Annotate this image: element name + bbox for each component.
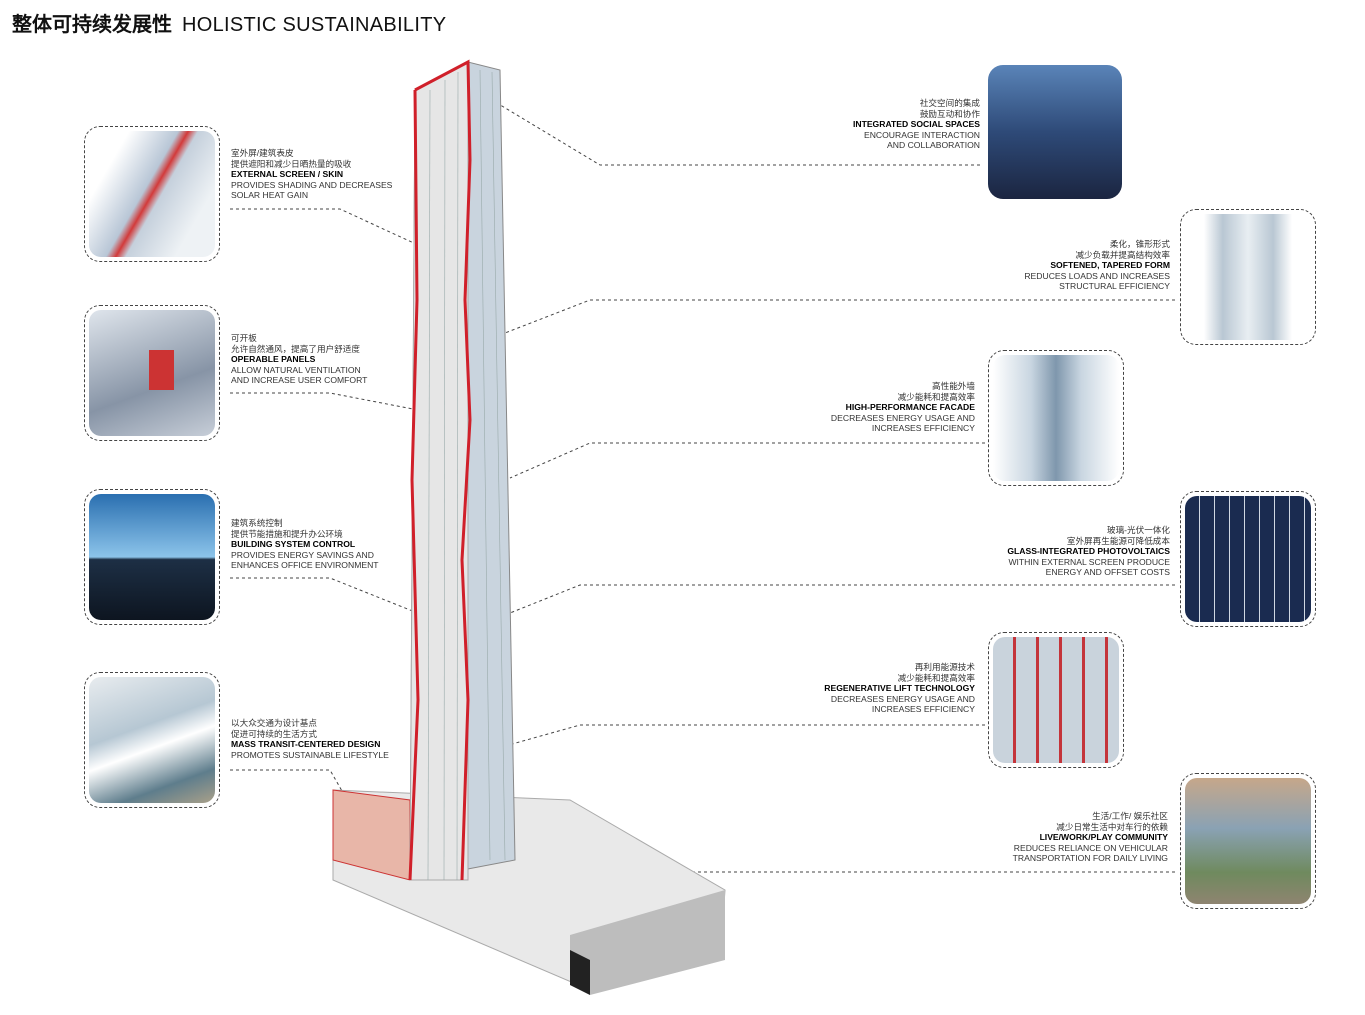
callout-text: ENCOURAGE INTERACTION	[863, 129, 980, 140]
callout-text: REDUCES LOADS AND INCREASES	[1024, 270, 1170, 281]
podium	[332, 789, 726, 995]
callout-text: GLASS-INTEGRATED PHOTOVOLTAICS	[1007, 546, 1170, 557]
external-screen-image	[84, 126, 220, 262]
page-title: 整体可持续发展性 HOLISTIC SUSTAINABILITY	[12, 8, 446, 37]
callout-text: 玻璃-光伏一体化	[1106, 525, 1170, 535]
building-control-image	[84, 489, 220, 625]
callout-text: 减少日常生活中对车行的依赖	[1056, 821, 1168, 832]
photovoltaics-image	[1180, 491, 1316, 627]
callout-text: 柔化，锥形形式	[1109, 239, 1170, 249]
callout-text: 提供遮阳和减少日晒热量的吸收	[231, 158, 352, 169]
callout-text: EXTERNAL SCREEN / SKIN	[231, 169, 344, 180]
callout-text: WITHIN EXTERNAL SCREEN PRODUCE	[1008, 556, 1170, 567]
callout-text: 减少能耗和提高效率	[897, 672, 975, 683]
callout-text: STRUCTURAL EFFICIENCY	[1059, 281, 1170, 292]
callout-text: 生活/工作/ 娱乐社区	[1092, 811, 1168, 821]
callout-text: SOFTENED, TAPERED FORM	[1050, 260, 1170, 271]
title-cn: 整体可持续发展性	[12, 14, 172, 36]
callout-text: ENERGY AND OFFSET COSTS	[1045, 567, 1170, 578]
callout-text: 高性能外墙	[932, 381, 975, 391]
social-spaces-image	[987, 64, 1123, 200]
callout-text: DECREASES ENERGY USAGE AND	[830, 693, 975, 704]
callout-text: INTEGRATED SOCIAL SPACES	[852, 119, 980, 130]
callout-text: INCREASES EFFICIENCY	[871, 423, 975, 434]
callout-text: 再利用能源技术	[914, 662, 975, 672]
callout-text: 可开板	[231, 333, 257, 343]
callout-text: AND INCREASE USER COMFORT	[231, 375, 368, 386]
callout-text: MASS TRANSIT-CENTERED DESIGN	[231, 739, 381, 750]
callout-text: REDUCES RELIANCE ON VEHICULAR	[1013, 842, 1168, 853]
community-image	[1180, 773, 1316, 909]
callout-text: 鼓励互动和协作	[919, 108, 980, 119]
callout-text: 减少负载并提高结构效率	[1075, 249, 1170, 260]
callout-text: AND COLLABORATION	[887, 140, 980, 151]
callout-text: LIVE/WORK/PLAY COMMUNITY	[1039, 832, 1168, 843]
callout-text: 提供节能措施和提升办公环境	[231, 528, 343, 539]
callout-text: 以大众交通为设计基点	[231, 718, 317, 728]
callout-text: OPERABLE PANELS	[231, 354, 316, 365]
callout-text: 社交空间的集成	[919, 98, 980, 108]
callout-text: TRANSPORTATION FOR DAILY LIVING	[1012, 853, 1168, 864]
callout-text: 室外屏再生能源可降低成本	[1066, 535, 1170, 546]
lift-technology-image	[988, 632, 1124, 768]
tower	[408, 59, 516, 881]
callout-text: INCREASES EFFICIENCY	[871, 704, 975, 715]
callout-text: SOLAR HEAT GAIN	[231, 190, 309, 201]
callout-text: PROVIDES ENERGY SAVINGS AND	[231, 549, 374, 560]
callout-text: REGENERATIVE LIFT TECHNOLOGY	[824, 683, 975, 694]
callout-text: 允许自然通风，提高了用户舒适度	[231, 343, 360, 354]
callout-text: BUILDING SYSTEM CONTROL	[231, 539, 356, 550]
callout-text: HIGH-PERFORMANCE FACADE	[845, 402, 975, 413]
operable-panels-image	[84, 305, 220, 441]
callout-text: 室外屏/建筑表皮	[231, 148, 294, 158]
callout-text: 减少能耗和提高效率	[897, 391, 975, 402]
mass-transit-image	[84, 672, 220, 808]
callout-text: PROVIDES SHADING AND DECREASES	[231, 179, 393, 190]
callout-text: PROMOTES SUSTAINABLE LIFESTYLE	[231, 749, 389, 760]
title-en: HOLISTIC SUSTAINABILITY	[182, 14, 447, 36]
callout-text: 建筑系统控制	[231, 518, 283, 528]
callout-text: DECREASES ENERGY USAGE AND	[830, 412, 975, 423]
callout-text: 促进可持续的生活方式	[231, 728, 317, 739]
facade-image	[988, 350, 1124, 486]
tapered-form-image	[1180, 209, 1316, 345]
callout-text: ENHANCES OFFICE ENVIRONMENT	[231, 560, 379, 571]
callout-text: ALLOW NATURAL VENTILATION	[231, 364, 361, 375]
